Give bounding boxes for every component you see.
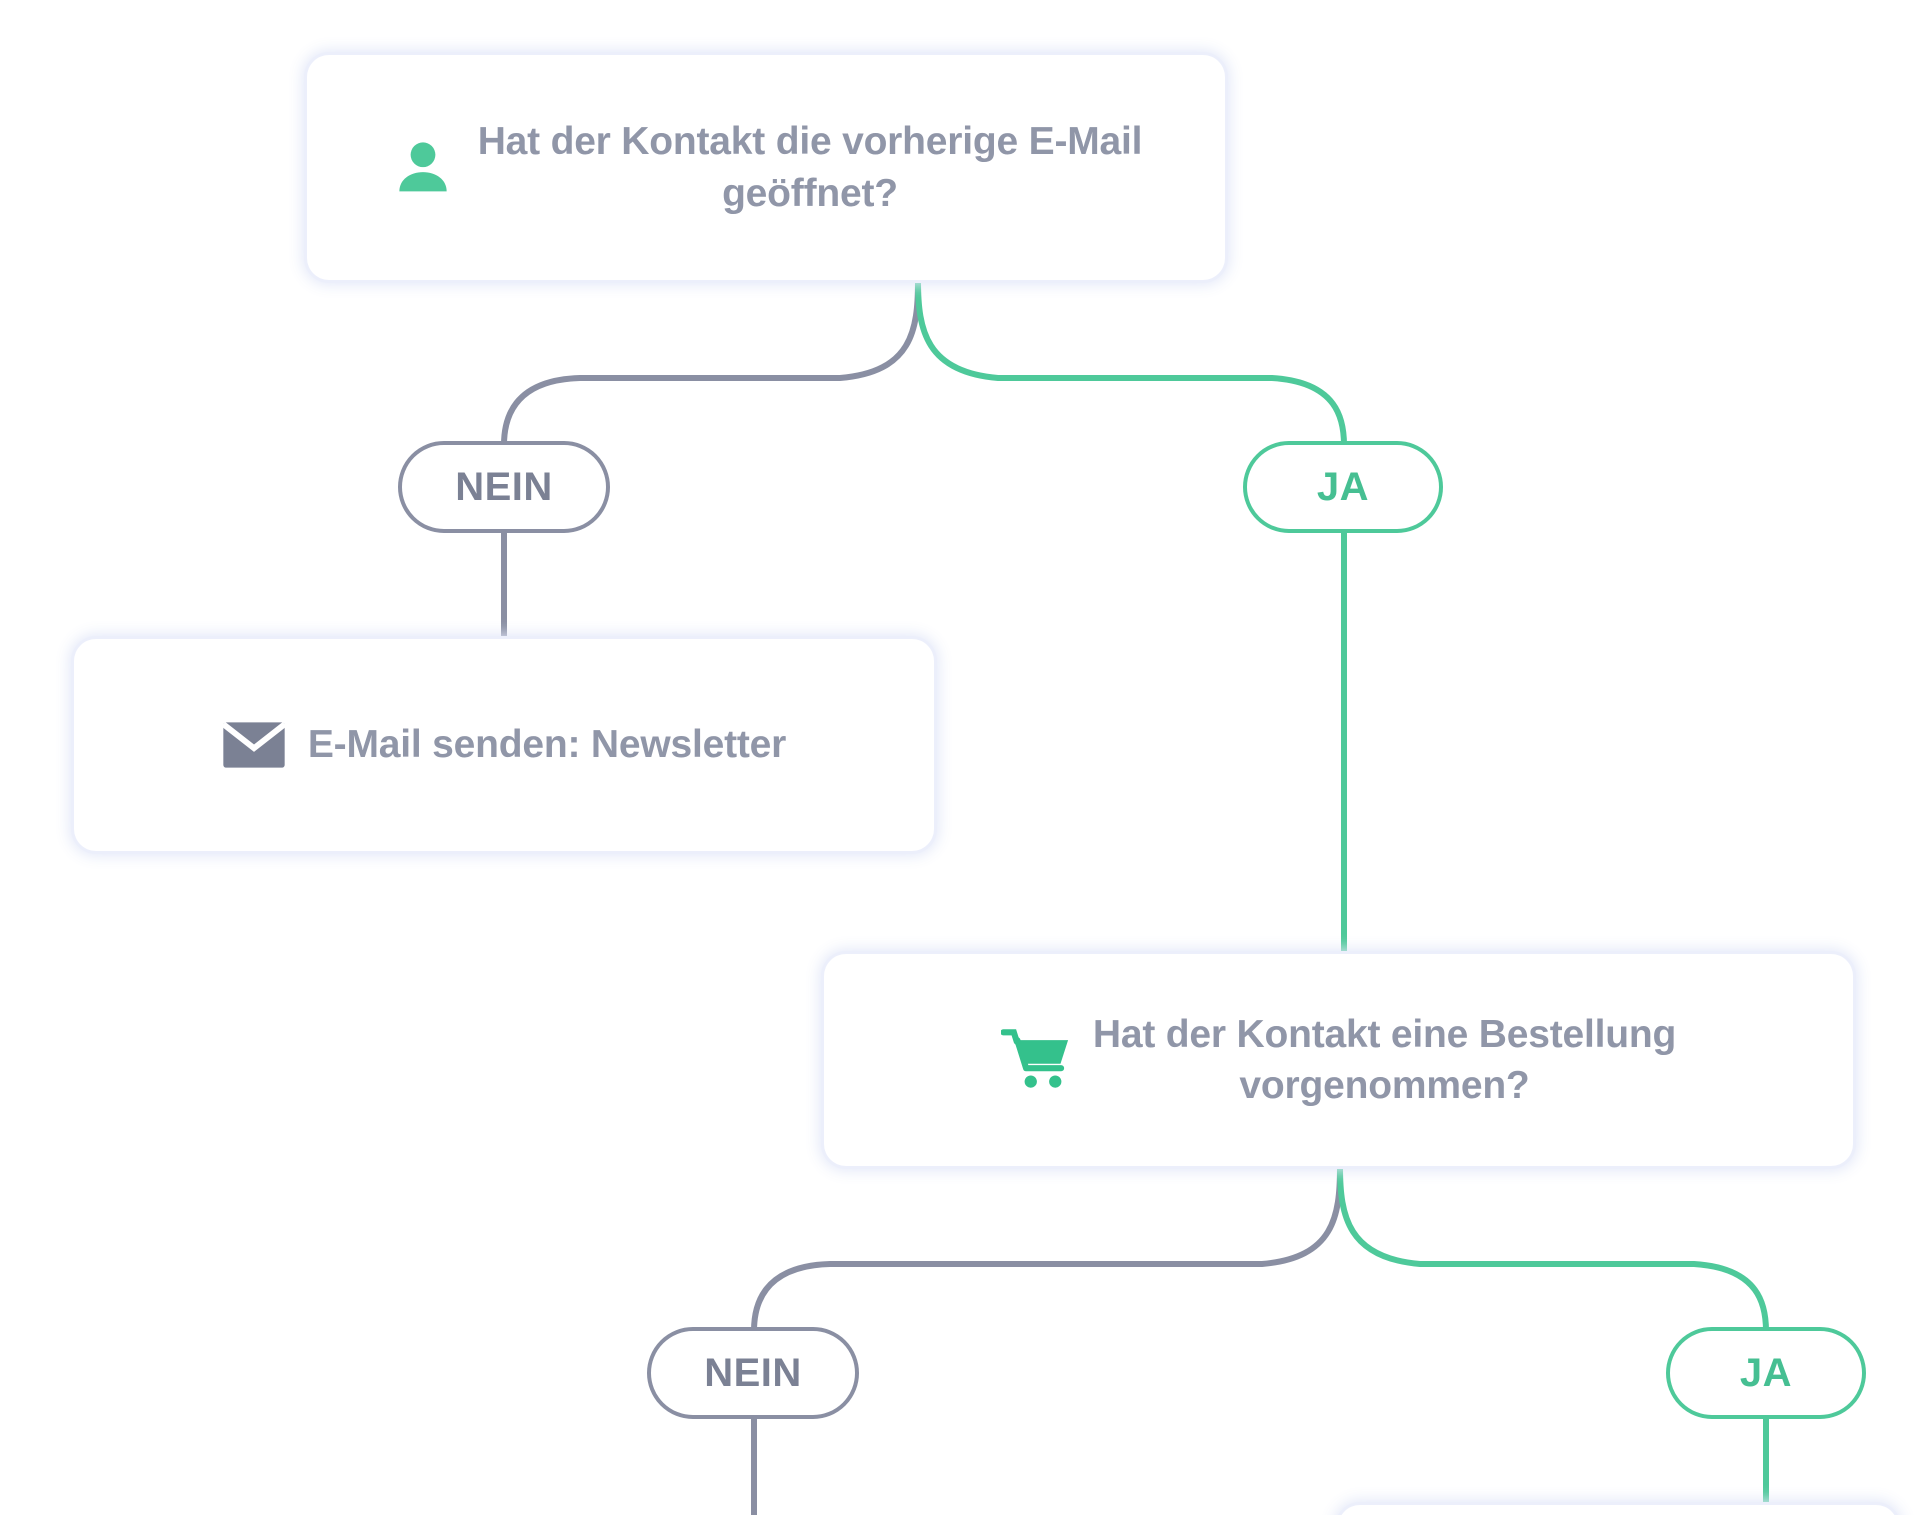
branch-pill-nein-2[interactable]: NEIN: [647, 1327, 859, 1419]
node-label-line-2: vorgenommen?: [1239, 1064, 1530, 1107]
node-label-line-2: geöffnet?: [722, 171, 898, 215]
branch-pill-ja-2[interactable]: JA: [1666, 1327, 1866, 1419]
envelope-icon: [221, 721, 287, 769]
node-label: E-Mail senden: Newsletter: [307, 723, 787, 767]
branch-pill-label: NEIN: [455, 464, 553, 509]
node-label: Hat der Kontakt die vorherige E-Mail geö…: [478, 116, 1143, 219]
node-label: Hat der Kontakt eine Bestellung vorgenom…: [1093, 1009, 1676, 1112]
branch-pill-label: JA: [1739, 1350, 1793, 1395]
node-action-send-email-newsletter[interactable]: E-Mail senden: Newsletter: [74, 639, 934, 851]
edge-decision-order-to-yes: [1337, 1164, 1769, 1334]
branch-pill-label: JA: [1316, 464, 1370, 509]
branch-pill-ja-1[interactable]: JA: [1243, 441, 1443, 533]
edge-decision-open-to-no: [501, 278, 921, 448]
node-label-line-1: Hat der Kontakt eine Bestellung: [1092, 1012, 1677, 1056]
branch-pill-nein-1[interactable]: NEIN: [398, 441, 610, 533]
node-decision-opened-previous-email[interactable]: Hat der Kontakt die vorherige E-Mail geö…: [307, 55, 1225, 280]
person-icon: [390, 135, 456, 201]
shopping-cart-icon: [1000, 1027, 1071, 1093]
edge-decision-open-to-yes: [915, 278, 1347, 448]
node-offscreen-below-ja[interactable]: [1338, 1505, 1898, 1515]
node-decision-placed-order[interactable]: Hat der Kontakt eine Bestellung vorgenom…: [824, 954, 1853, 1166]
branch-pill-label: NEIN: [704, 1350, 802, 1395]
edge-decision-order-to-no: [751, 1164, 1343, 1334]
node-label-line-1: Hat der Kontakt die vorherige E-Mail: [477, 120, 1143, 164]
